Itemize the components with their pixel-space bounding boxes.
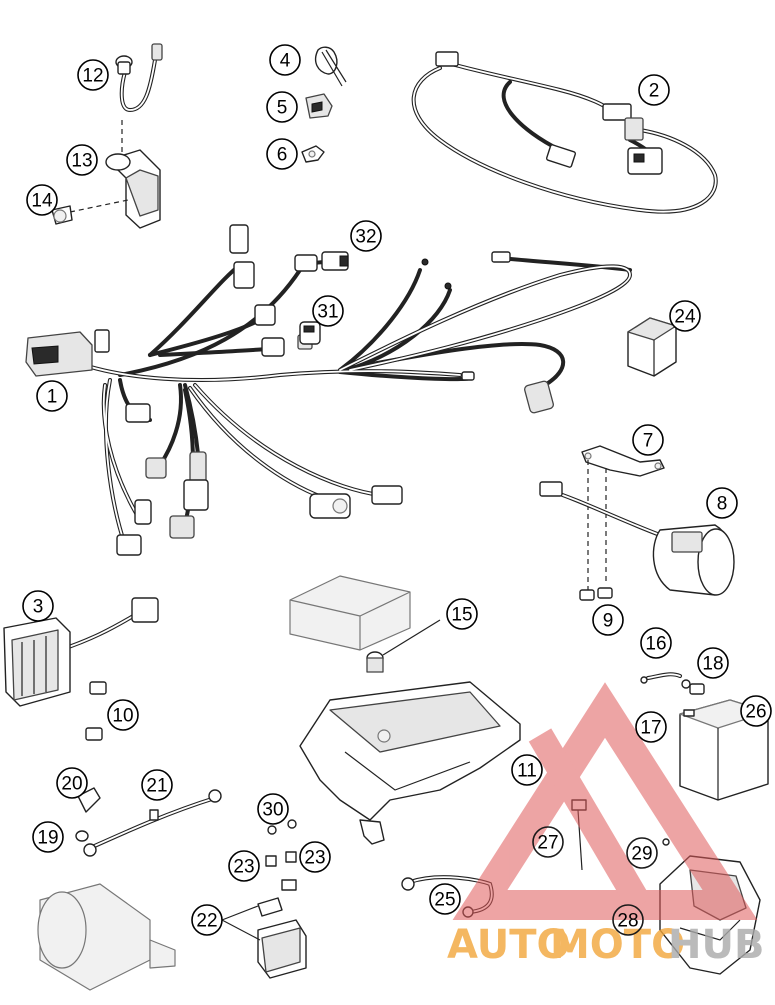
callout-23b: 23 bbox=[299, 841, 331, 873]
svg-text:18: 18 bbox=[702, 654, 723, 675]
callout-8: 8 bbox=[706, 487, 738, 519]
svg-text:23: 23 bbox=[233, 857, 254, 878]
part-5-clip bbox=[305, 93, 333, 119]
callout-10: 10 bbox=[107, 699, 139, 731]
ecu-reference bbox=[289, 575, 411, 651]
part-6-clip bbox=[301, 145, 325, 163]
part-22-fuse-holder bbox=[221, 897, 307, 979]
callout-1: 1 bbox=[36, 380, 68, 412]
part-18-screw bbox=[689, 683, 705, 695]
svg-text:24: 24 bbox=[674, 307, 696, 328]
svg-text:16: 16 bbox=[645, 634, 666, 655]
callout-5: 5 bbox=[266, 91, 298, 123]
part-4-cable-tie bbox=[314, 46, 347, 87]
callout-20: 20 bbox=[56, 767, 88, 799]
svg-text:11: 11 bbox=[517, 761, 537, 782]
watermark-text: AUTO MOTO HUB bbox=[447, 922, 764, 968]
callout-22: 22 bbox=[191, 904, 223, 936]
svg-text:32: 32 bbox=[355, 227, 376, 248]
svg-text:4: 4 bbox=[280, 51, 291, 72]
part-15-grommet bbox=[366, 619, 441, 673]
part-24-relay bbox=[627, 317, 677, 377]
svg-text:19: 19 bbox=[37, 828, 58, 849]
svg-text:26: 26 bbox=[745, 702, 766, 723]
part-23-fuses bbox=[265, 851, 297, 891]
part-20-cap bbox=[77, 787, 101, 813]
svg-text:5: 5 bbox=[277, 98, 288, 119]
svg-text:28: 28 bbox=[617, 911, 638, 932]
svg-text:2: 2 bbox=[649, 81, 660, 102]
part-9-screws bbox=[579, 587, 613, 601]
svg-text:13: 13 bbox=[71, 151, 92, 172]
callout-4: 4 bbox=[269, 44, 301, 76]
svg-text:27: 27 bbox=[537, 833, 558, 854]
callout-18: 18 bbox=[697, 647, 729, 679]
svg-text:3: 3 bbox=[33, 597, 44, 618]
part-29-screw bbox=[662, 838, 670, 846]
watermark-part-hub: HUB bbox=[668, 922, 764, 968]
svg-text:25: 25 bbox=[434, 890, 455, 911]
callout-12: 12 bbox=[77, 59, 109, 91]
callout-25: 25 bbox=[429, 883, 461, 915]
svg-text:1: 1 bbox=[47, 387, 58, 408]
svg-text:15: 15 bbox=[451, 605, 472, 626]
svg-text:14: 14 bbox=[31, 191, 53, 212]
svg-text:7: 7 bbox=[643, 431, 654, 452]
callout-30: 30 bbox=[257, 793, 289, 825]
svg-text:31: 31 bbox=[317, 302, 338, 323]
callout-6: 6 bbox=[266, 138, 298, 170]
svg-text:12: 12 bbox=[82, 66, 103, 87]
callout-19: 19 bbox=[32, 821, 64, 853]
callout-24: 24 bbox=[669, 300, 701, 332]
svg-text:23: 23 bbox=[304, 848, 325, 869]
part-3-voltage-regulator bbox=[3, 597, 159, 707]
part-2-sub-harness bbox=[411, 51, 718, 214]
callout-3: 3 bbox=[22, 590, 54, 622]
callout-16: 16 bbox=[640, 627, 672, 659]
part-32-connector bbox=[321, 251, 349, 271]
callout-13: 13 bbox=[66, 144, 98, 176]
part-11-battery-holder bbox=[299, 681, 521, 845]
callout-17: 17 bbox=[635, 711, 667, 743]
callout-15: 15 bbox=[446, 598, 478, 630]
callout-14: 14 bbox=[26, 184, 58, 216]
starter-motor-reference bbox=[37, 883, 176, 991]
callout-32: 32 bbox=[350, 220, 382, 252]
callout-21: 21 bbox=[141, 769, 173, 801]
callout-23a: 23 bbox=[228, 850, 260, 882]
watermark-logo bbox=[452, 682, 758, 920]
svg-text:30: 30 bbox=[262, 800, 283, 821]
callout-27: 27 bbox=[532, 826, 564, 858]
part-16-cable bbox=[640, 672, 691, 689]
svg-text:9: 9 bbox=[603, 611, 614, 632]
svg-text:8: 8 bbox=[717, 494, 728, 515]
callout-26: 26 bbox=[740, 695, 772, 727]
svg-text:10: 10 bbox=[112, 706, 133, 727]
part-8-ignition-coil bbox=[539, 481, 735, 596]
callout-9: 9 bbox=[592, 604, 624, 636]
callout-31: 31 bbox=[312, 295, 344, 327]
part-31-connector bbox=[299, 321, 321, 345]
svg-text:29: 29 bbox=[631, 844, 652, 865]
part-21-starter-cable bbox=[83, 789, 222, 857]
part-10-bolts bbox=[85, 681, 107, 741]
part-19-nut bbox=[75, 830, 89, 842]
part-1-main-wiring-harness bbox=[25, 224, 633, 556]
callout-11: 11 bbox=[511, 754, 543, 786]
callout-29: 29 bbox=[626, 837, 658, 869]
part-30-screws bbox=[267, 819, 297, 835]
svg-text:17: 17 bbox=[640, 718, 661, 739]
part-7-bracket bbox=[581, 445, 665, 590]
callout-28: 28 bbox=[612, 904, 644, 936]
svg-text:20: 20 bbox=[61, 774, 82, 795]
svg-text:21: 21 bbox=[146, 776, 167, 797]
callout-7: 7 bbox=[632, 424, 664, 456]
watermark-part-auto: AUTO bbox=[447, 922, 571, 968]
svg-text:6: 6 bbox=[277, 145, 288, 166]
svg-text:22: 22 bbox=[196, 911, 217, 932]
part-12-13-14-kill-switch bbox=[51, 43, 163, 229]
callout-2: 2 bbox=[638, 74, 670, 106]
